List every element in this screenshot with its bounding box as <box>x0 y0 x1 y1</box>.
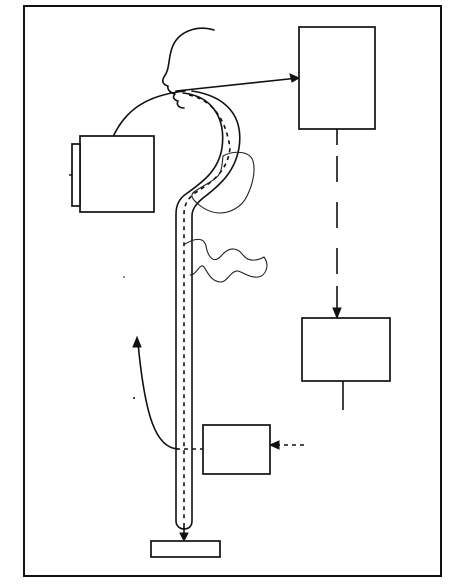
top-right-box <box>298 26 376 130</box>
bottom-tube-arrowhead <box>179 532 189 543</box>
face-profile <box>161 27 215 109</box>
vertical-arrowhead <box>332 307 342 320</box>
left-box <box>79 135 155 213</box>
dot-mark-2 <box>123 276 125 278</box>
lower-box <box>202 424 271 475</box>
middle-right-box <box>301 317 391 382</box>
left-box-side-tab <box>71 143 81 207</box>
tube-inner-dashed <box>183 94 231 520</box>
outer-frame <box>23 5 442 577</box>
curved-up-arrow <box>137 342 179 450</box>
lower-dashed-arrowhead <box>268 440 280 450</box>
arrow-to-top-box-head <box>289 73 301 83</box>
arrow-to-top-box <box>175 77 299 92</box>
stomach-shape <box>191 151 255 214</box>
bottom-box <box>150 540 221 558</box>
intestine-squiggle <box>184 238 268 283</box>
dot-mark-1 <box>133 397 135 399</box>
left-device-cable <box>111 90 186 140</box>
curved-up-arrowhead <box>132 335 142 348</box>
